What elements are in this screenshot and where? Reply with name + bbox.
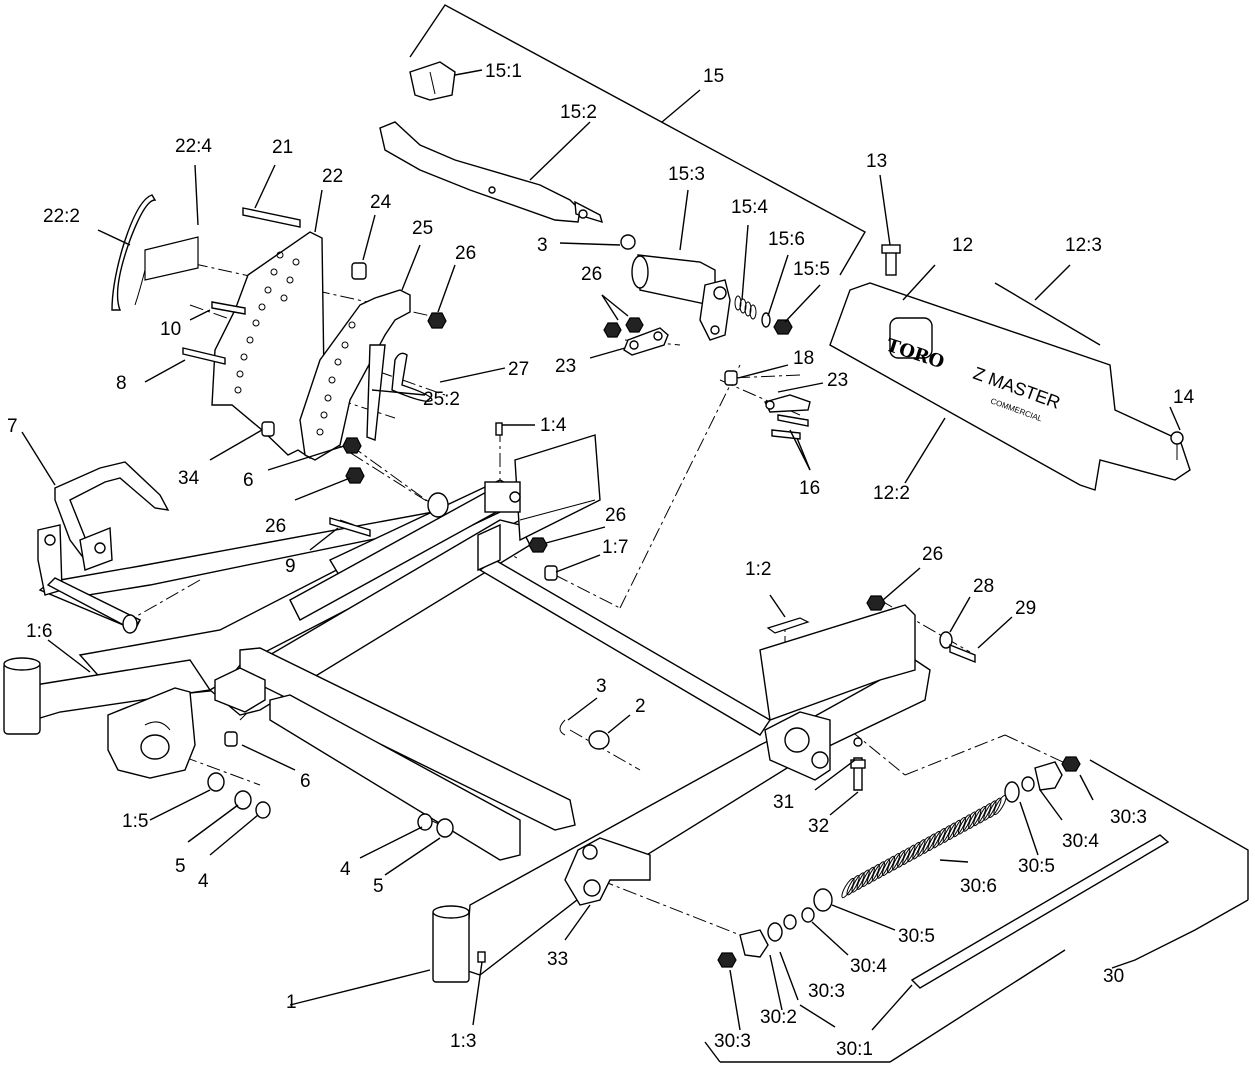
callout-26-top: 26 [455,243,476,264]
callout-15-1: 15:1 [485,61,522,82]
callout-23-upper: 23 [555,356,576,377]
callout-21: 21 [272,137,293,158]
callout-labels: 15:1 15 15:2 15:3 13 22:4 21 22 24 15:4 … [7,61,1195,1060]
callout-30-1: 30:1 [836,1039,873,1060]
callout-7: 7 [7,416,18,437]
callout-30-3-mid: 30:3 [808,981,845,1002]
callout-18: 18 [793,348,814,369]
callout-31: 31 [773,792,794,813]
callout-1-2: 1:2 [745,559,771,580]
callout-14: 14 [1173,387,1195,408]
callout-4-left: 4 [198,871,209,892]
callout-22: 22 [322,166,343,187]
callout-22-4: 22:4 [175,136,212,157]
callout-26-link: 26 [581,264,602,285]
callout-5-mid: 5 [373,876,384,897]
callout-26-right: 26 [922,544,943,565]
callout-16: 16 [799,478,820,499]
callout-1-3: 1:3 [450,1031,476,1052]
callout-3-top: 3 [537,235,548,256]
callout-9: 9 [285,556,296,577]
callout-30-3-left: 30:3 [714,1031,751,1052]
lever-7 [37,461,170,634]
callout-1-5: 1:5 [122,811,148,832]
callout-30-2: 30:2 [760,1007,797,1028]
callout-12-2: 12:2 [873,483,910,504]
callout-15-5: 15:5 [793,259,830,280]
control-plates [111,194,447,537]
callout-23-lower: 23 [827,370,848,391]
callout-30-5-right: 30:5 [1018,856,1055,877]
callout-30: 30 [1103,966,1124,987]
callout-28: 28 [973,576,994,597]
callout-29: 29 [1015,598,1036,619]
callout-15: 15 [703,66,724,87]
callout-27: 27 [508,359,529,380]
callout-5-left: 5 [175,856,186,877]
callout-1-4: 1:4 [540,415,567,436]
callout-1: 1 [286,992,297,1013]
leader-lines [21,4,1249,1063]
callout-30-5-left: 30:5 [898,926,935,947]
callout-24: 24 [370,192,392,213]
callout-15-3: 15:3 [668,164,705,185]
callout-1-6: 1:6 [26,621,52,642]
callout-25: 25 [412,218,433,239]
callout-30-4-right: 30:4 [1062,831,1099,852]
callout-26-center: 26 [605,505,626,526]
callout-30-6: 30:6 [960,876,997,897]
callout-3-lower: 3 [596,676,607,697]
callout-22-2: 22:2 [43,206,80,227]
callout-13: 13 [866,151,887,172]
callout-30-4-left: 30:4 [850,956,887,977]
callout-4-mid: 4 [340,859,351,880]
lower-hardware [207,422,976,963]
callout-15-4: 15:4 [731,197,768,218]
callout-25-2: 25:2 [423,389,460,410]
callout-2: 2 [635,696,646,717]
callout-12-3: 12:3 [1065,235,1102,256]
callout-30-3-right: 30:3 [1110,807,1147,828]
callout-33: 33 [547,949,568,970]
shroud-12 [829,244,1191,491]
callout-10: 10 [160,319,181,340]
spring-assembly-30 [717,756,1170,989]
callout-34: 34 [178,468,200,489]
main-frame [3,434,931,983]
callout-6-lower: 6 [300,771,311,792]
callout-1-7: 1:7 [602,537,628,558]
callout-12: 12 [952,235,973,256]
callout-15-6: 15:6 [768,229,805,250]
callout-8: 8 [116,373,127,394]
linkage-15 [379,61,811,440]
callout-15-2: 15:2 [560,102,597,123]
spring-coil [993,794,1007,816]
callout-32: 32 [808,816,829,837]
callout-6-upper: 6 [243,470,254,491]
callout-26-mid: 26 [265,516,286,537]
